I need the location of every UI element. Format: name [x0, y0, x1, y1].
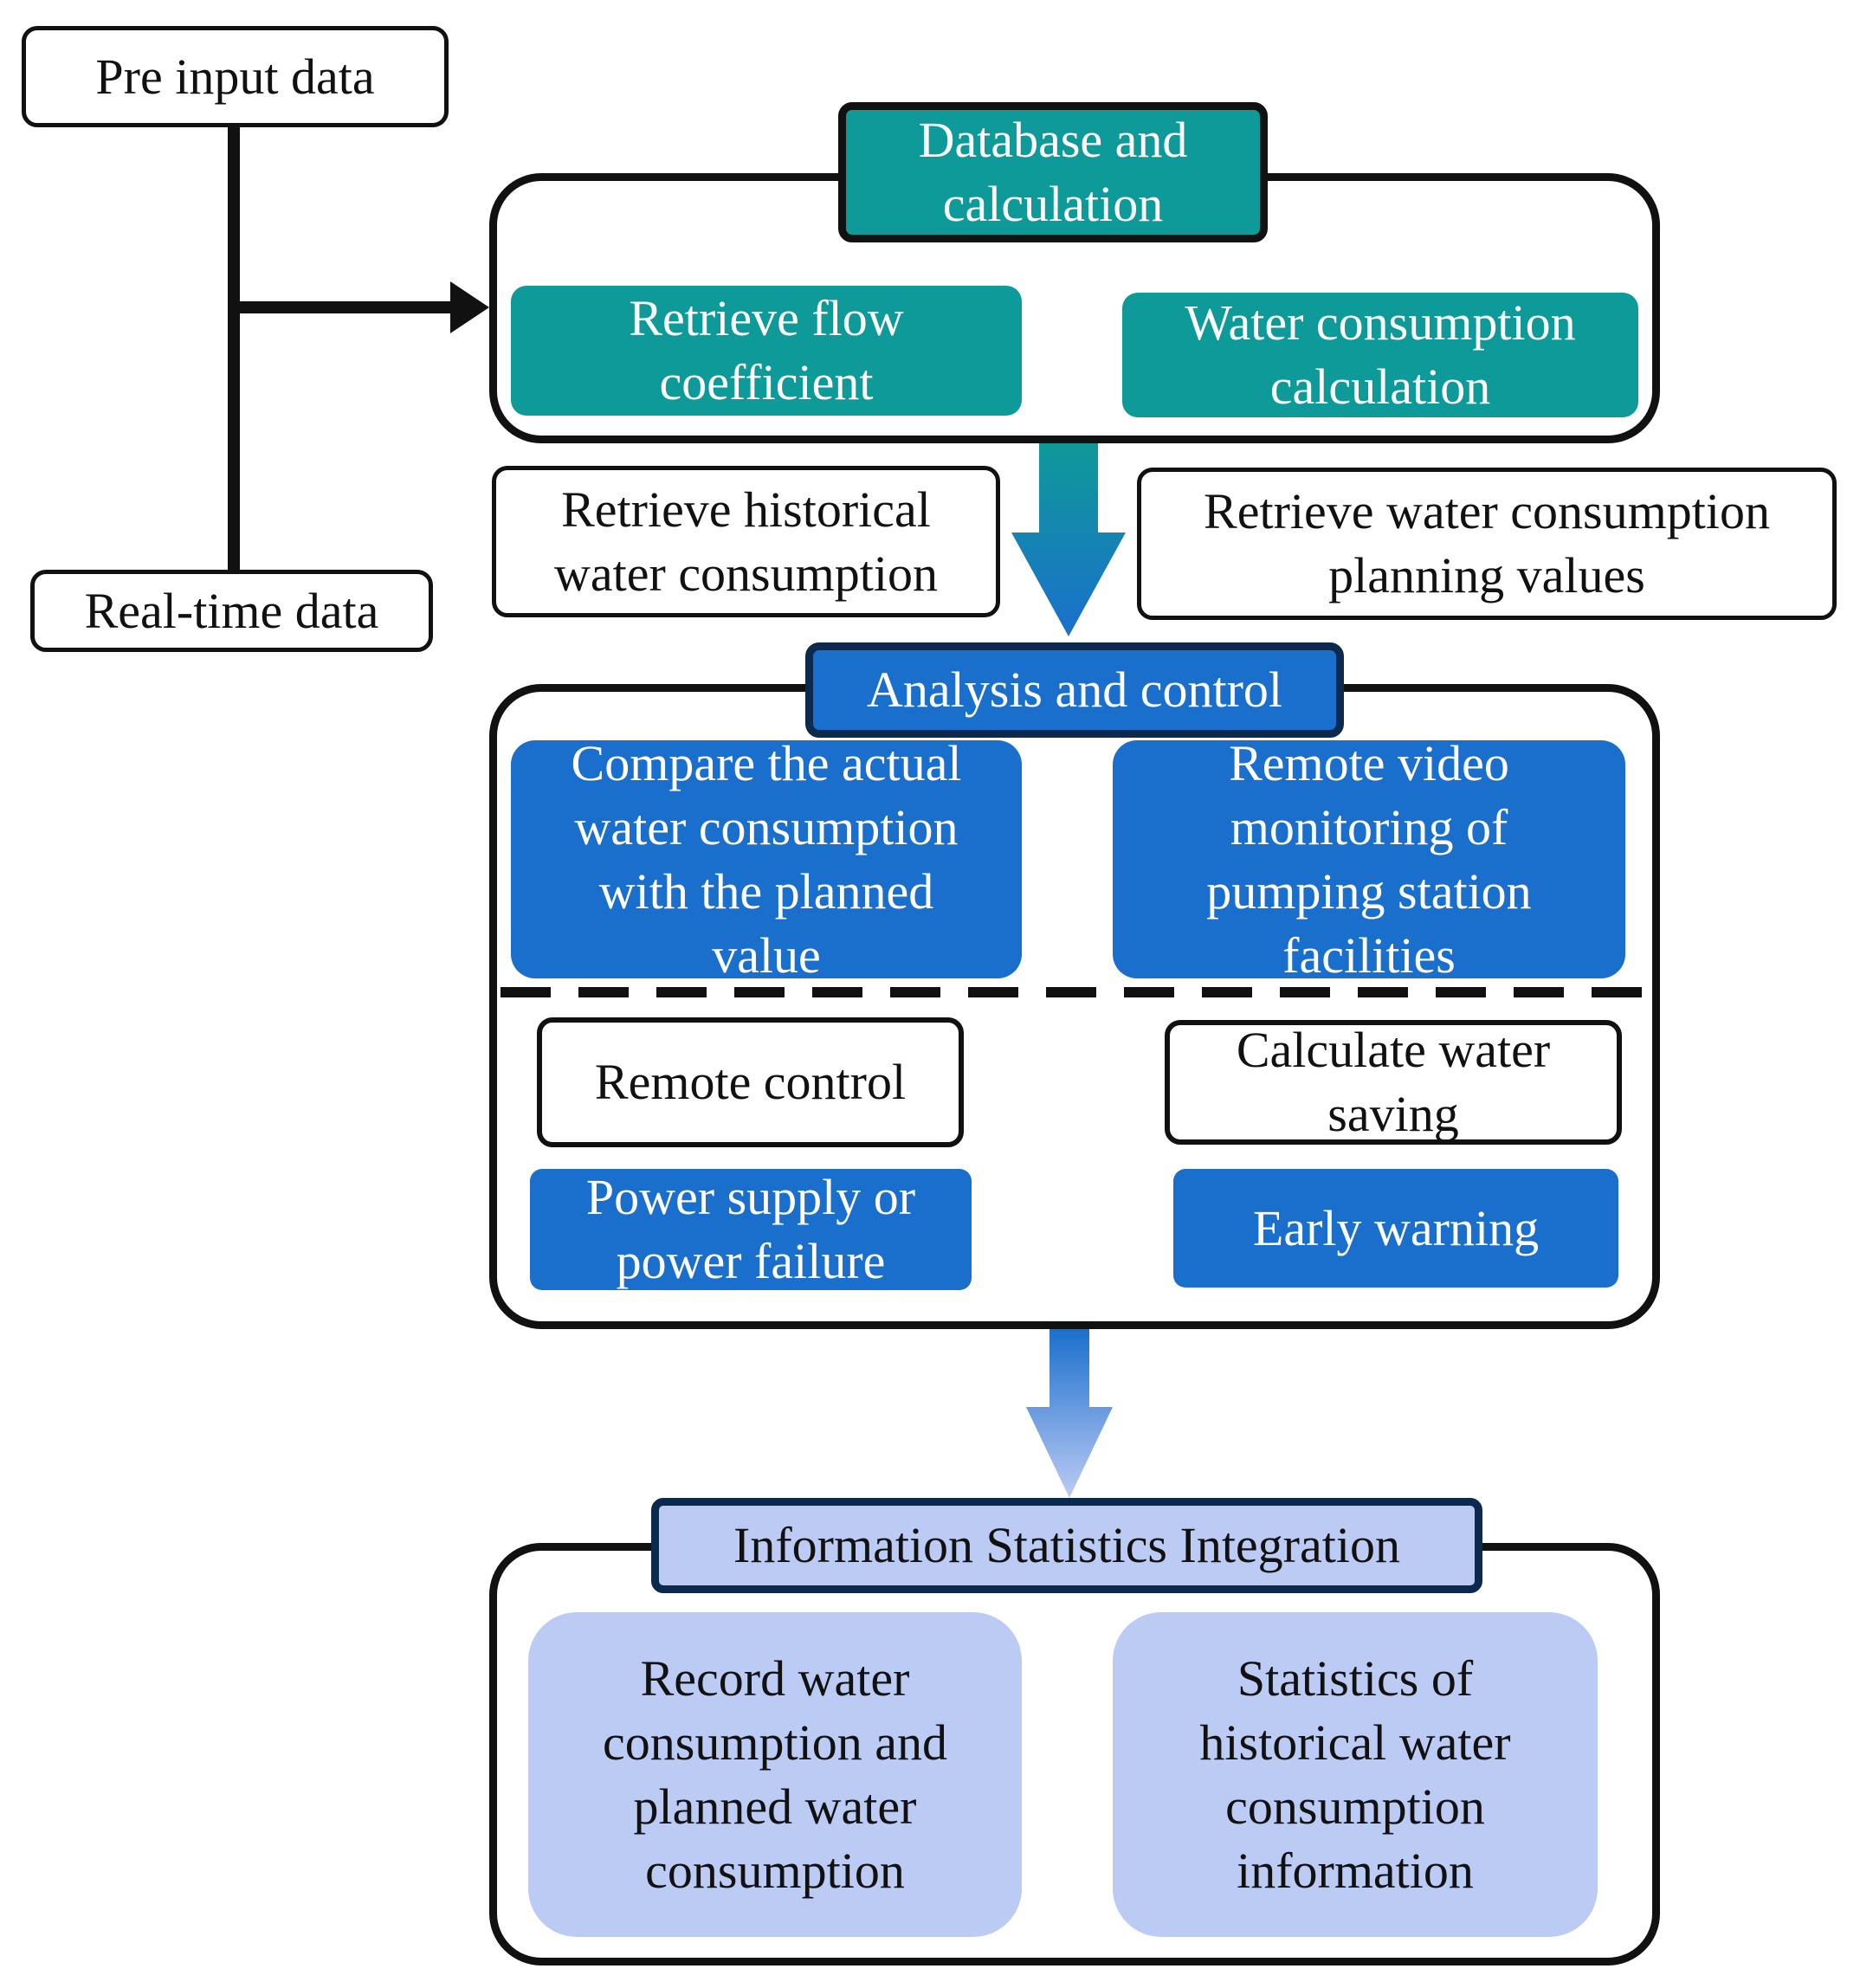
- pre-input-data-label: Pre input data: [95, 48, 375, 105]
- retrieve-historical-box: Retrieve historical water consumption: [492, 466, 1000, 617]
- early-warning-label: Early warning: [1252, 1199, 1540, 1256]
- retrieve-flow-coefficient-label: Retrieve flow coefficient: [629, 290, 904, 410]
- statistics-box: Statistics of historical water consumpti…: [1113, 1612, 1598, 1937]
- flow-arrow-1: [1011, 440, 1126, 636]
- info-title-label: Information Statistics Integration: [733, 1517, 1400, 1573]
- power-supply-box: Power supply or power failure: [530, 1169, 972, 1290]
- analysis-title-label: Analysis and control: [866, 662, 1283, 718]
- video-monitoring-box: Remote video monitoring of pumping stati…: [1113, 735, 1625, 984]
- analysis-title: Analysis and control: [805, 642, 1344, 738]
- compare-label: Compare the actual water consumption wit…: [571, 734, 962, 984]
- remote-control-box: Remote control: [537, 1017, 964, 1147]
- real-time-data-label: Real-time data: [84, 582, 379, 639]
- retrieve-planning-label: Retrieve water consumption planning valu…: [1204, 483, 1770, 604]
- water-consumption-calculation-box: Water consumption calculation: [1122, 293, 1638, 417]
- power-supply-label: Power supply or power failure: [585, 1169, 916, 1289]
- video-monitoring-label: Remote video monitoring of pumping stati…: [1206, 734, 1532, 984]
- database-title: Database and calculation: [838, 102, 1268, 242]
- statistics-label: Statistics of historical water consumpti…: [1199, 1649, 1511, 1899]
- remote-control-label: Remote control: [594, 1054, 907, 1110]
- water-consumption-calculation-label: Water consumption calculation: [1185, 294, 1576, 415]
- real-time-data-box: Real-time data: [30, 570, 433, 652]
- database-title-label: Database and calculation: [918, 112, 1188, 232]
- calculate-water-saving-label: Calculate water saving: [1236, 1022, 1551, 1142]
- retrieve-flow-coefficient-box: Retrieve flow coefficient: [511, 286, 1022, 416]
- pre-input-data-box: Pre input data: [22, 26, 449, 127]
- analysis-divider: [501, 987, 1649, 997]
- record-box: Record water consumption and planned wat…: [528, 1612, 1022, 1937]
- calculate-water-saving-box: Calculate water saving: [1165, 1020, 1622, 1145]
- compare-box: Compare the actual water consumption wit…: [511, 735, 1022, 984]
- info-title: Information Statistics Integration: [651, 1498, 1482, 1593]
- retrieve-historical-label: Retrieve historical water consumption: [554, 481, 938, 602]
- record-label: Record water consumption and planned wat…: [603, 1649, 947, 1899]
- flow-arrow-3: [1026, 1329, 1113, 1498]
- retrieve-planning-box: Retrieve water consumption planning valu…: [1137, 468, 1837, 620]
- early-warning-box: Early warning: [1173, 1169, 1618, 1288]
- input-arrowhead: [450, 281, 489, 333]
